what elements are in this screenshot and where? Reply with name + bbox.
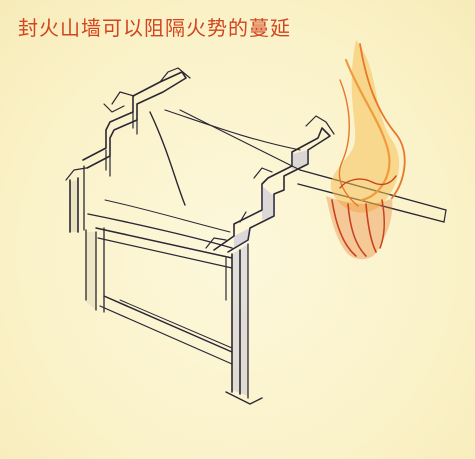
flame <box>326 40 406 260</box>
rear-gable-wall <box>65 67 191 313</box>
front-gable-wall <box>205 115 335 405</box>
roof <box>87 109 301 249</box>
front-side-wall <box>95 227 233 365</box>
caption-title: 封火山墙可以阻隔火势的蔓延 <box>18 16 291 40</box>
ridge-beam <box>179 109 447 223</box>
